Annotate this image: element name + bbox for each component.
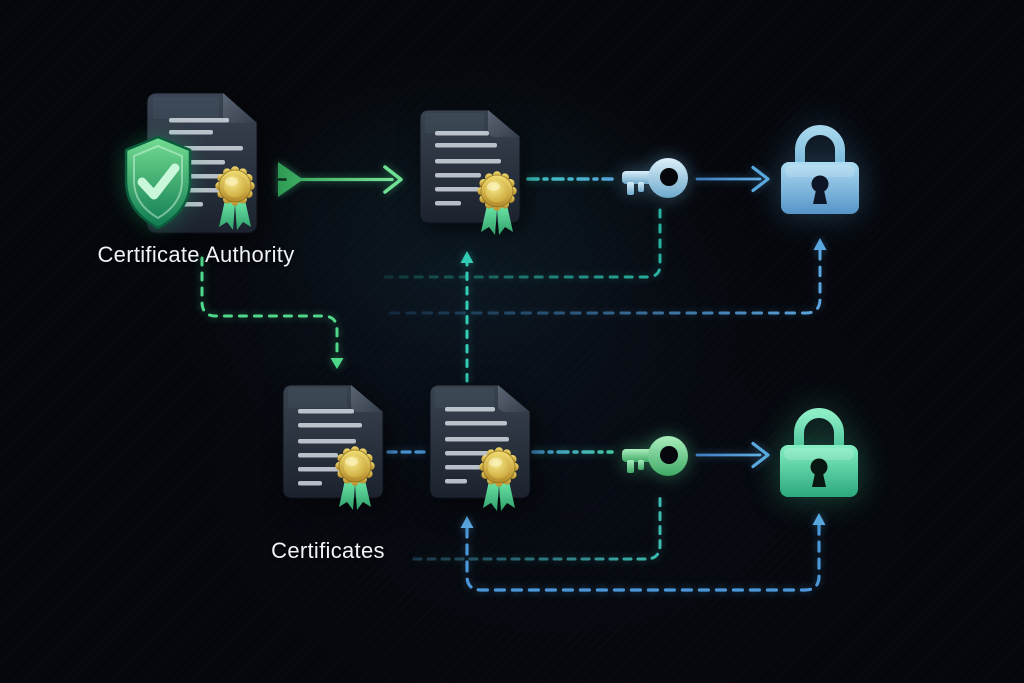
key-icon — [622, 158, 688, 198]
arrowhead-down-icon — [330, 358, 344, 369]
document-text-lines — [445, 407, 509, 484]
connector-ca-to-bottom-certificate — [200, 256, 344, 369]
arrow-key-to-lock-top — [695, 165, 770, 193]
keyhole-icon — [810, 458, 828, 487]
arrowhead-up-icon — [812, 513, 826, 525]
document-text-lines — [435, 131, 501, 206]
shield-check-icon — [124, 135, 192, 230]
arrowhead-right-icon — [383, 165, 403, 194]
arrowhead-right-icon — [751, 165, 770, 193]
gold-ribbon-seal-icon — [215, 166, 255, 230]
padlock-icon — [781, 125, 859, 214]
document-text-lines — [298, 409, 362, 486]
gold-ribbon-seal-icon — [335, 446, 375, 510]
gold-ribbon-seal-icon — [479, 447, 519, 511]
gold-ribbon-seal-icon — [477, 171, 517, 235]
key-icon — [622, 436, 688, 476]
arrow-key-to-lock-bottom — [695, 441, 770, 469]
arrowhead-right-icon — [751, 441, 770, 469]
connector-label-to-key-bottom — [412, 490, 662, 561]
connector-key-top-return — [376, 208, 662, 279]
padlock-icon — [780, 408, 858, 497]
arrowhead-up-icon — [813, 238, 827, 250]
keyhole-icon — [811, 175, 829, 204]
arrowhead-up-icon — [460, 251, 474, 263]
certificate-authority-label: Certificate Authority — [97, 242, 295, 267]
connector-bottom-certificate-to-top-certificate — [460, 251, 474, 383]
connector-loop-to-top-lock — [388, 238, 827, 315]
certificate-document-icon — [282, 384, 384, 499]
arrowhead-up-icon — [460, 516, 474, 528]
connector-loop-certificate-to-bottom-lock — [460, 513, 826, 592]
checkmark-icon — [137, 163, 180, 200]
certificates-label: Certificates — [271, 538, 385, 563]
arrow-ca-to-top-certificate — [278, 162, 403, 197]
